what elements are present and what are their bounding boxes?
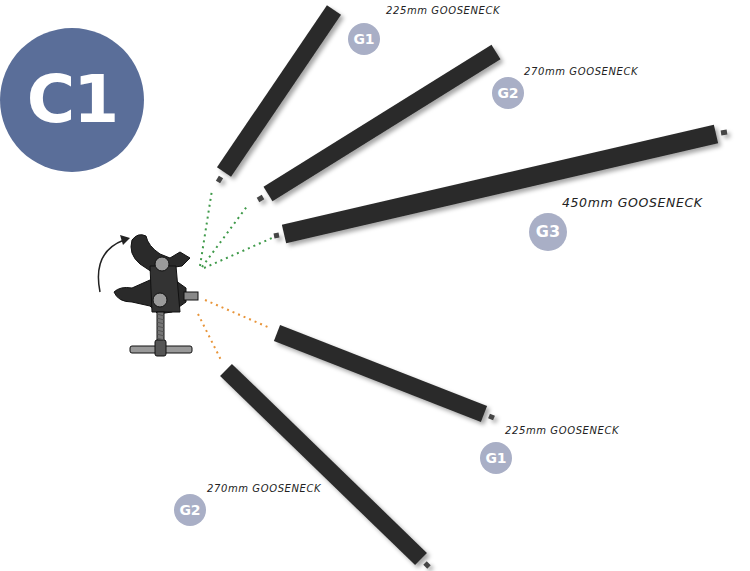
callout-badge: G2: [174, 494, 206, 526]
thread: [157, 314, 164, 344]
gooseneck-270-bottom: [226, 370, 429, 567]
part-label: 450mm GOOSENECK: [560, 196, 705, 210]
gooseneck-450: [274, 132, 727, 236]
guide-lines-green: [200, 190, 272, 268]
callout-badge: G1: [348, 23, 380, 55]
part-label: 270mm GOOSENECK: [522, 66, 640, 77]
section-label: C1: [27, 67, 117, 133]
part-label: 225mm GOOSENECK: [503, 425, 621, 436]
section-badge: C1: [0, 28, 144, 172]
gooseneck-270-top: [258, 52, 496, 200]
callout-badge: G1: [480, 442, 512, 474]
callout-badge: G3: [529, 213, 567, 251]
callout-number: G2: [497, 86, 518, 100]
gooseneck-225-bottom: [277, 333, 494, 418]
callout-number: G1: [353, 32, 374, 46]
callout-number: G1: [485, 451, 506, 465]
clamp: [114, 235, 198, 356]
callout-number: G2: [179, 503, 200, 517]
callout-number: G3: [536, 224, 560, 240]
part-label: 270mm GOOSENECK: [205, 483, 323, 494]
callout-badge: G2: [492, 77, 524, 109]
part-label: 225mm GOOSENECK: [384, 5, 502, 16]
guide-lines-orange: [198, 300, 270, 362]
rotation-arrow: [98, 235, 130, 292]
